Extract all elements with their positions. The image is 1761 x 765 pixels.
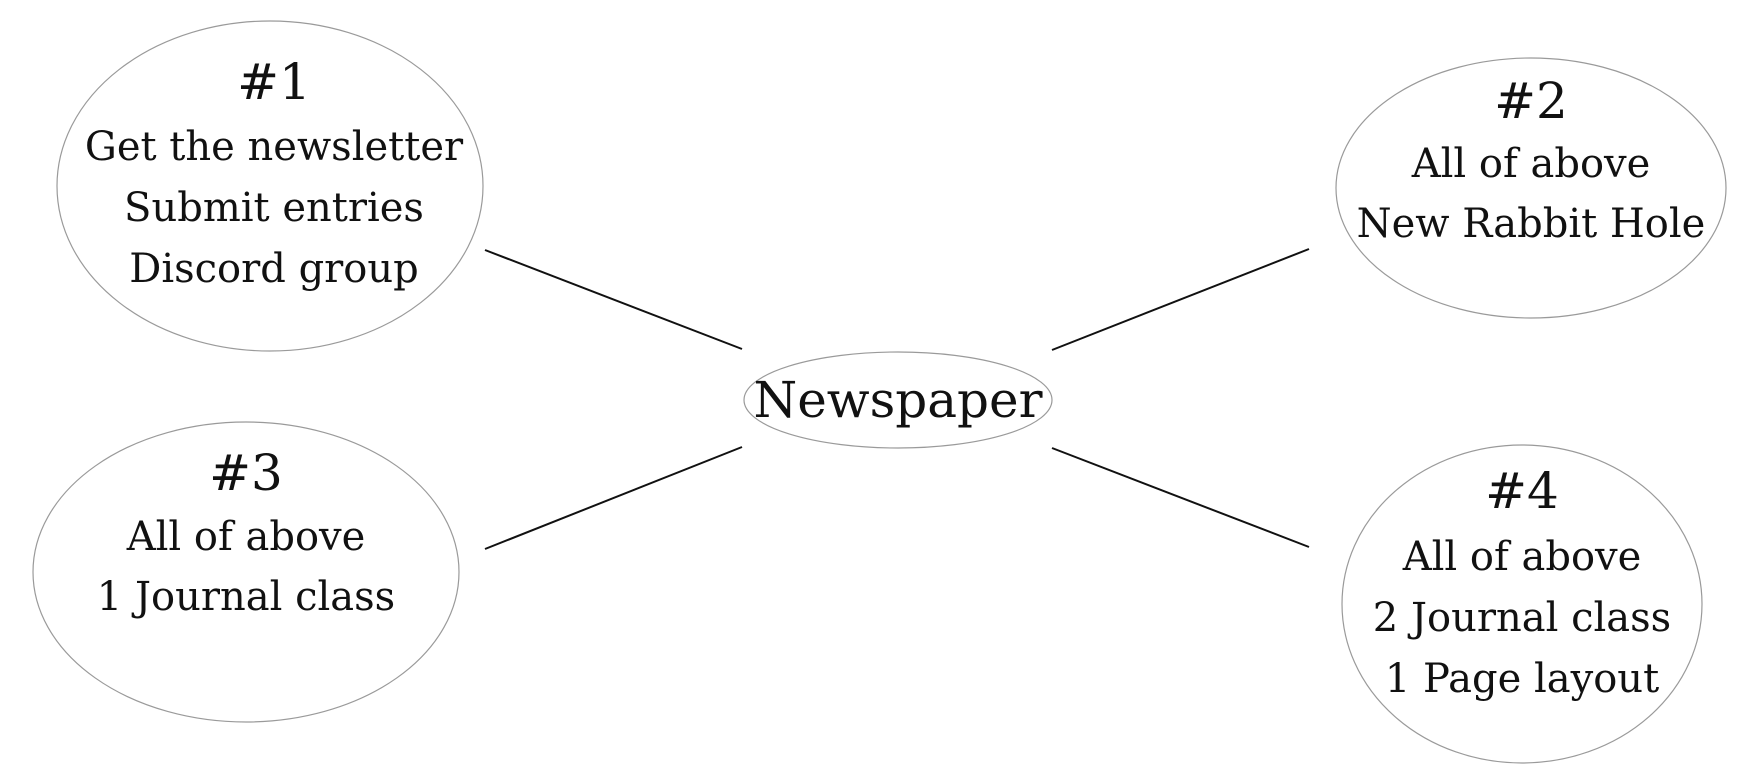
tier-2-shape <box>1335 57 1727 319</box>
tier-1-node: #1 Get the newsletter Submit entries Dis… <box>56 20 484 352</box>
tier-2-line-1: All of above <box>1411 141 1651 187</box>
tier-4-line-1: All of above <box>1402 534 1642 580</box>
tier-1-shape <box>56 20 484 352</box>
center-node-label: Newspaper <box>753 371 1042 429</box>
center-node-shape <box>743 351 1053 449</box>
tier-3-line-2: 1 Journal class <box>97 574 395 620</box>
tier-4-node: #4 All of above 2 Journal class 1 Page l… <box>1341 444 1703 764</box>
tier-2-line-2: New Rabbit Hole <box>1357 201 1706 247</box>
tier-3-heading: #3 <box>209 444 283 502</box>
tier-1-line-1: Get the newsletter <box>85 124 464 170</box>
tier-3-line-1: All of above <box>126 514 366 560</box>
connector-tier-2 <box>1051 248 1310 351</box>
tier-4-line-2: 2 Journal class <box>1373 595 1671 641</box>
tier-4-line-3: 1 Page layout <box>1385 656 1659 702</box>
tier-2-node: #2 All of above New Rabbit Hole <box>1335 57 1727 319</box>
tier-2-heading: #2 <box>1494 72 1568 130</box>
tier-3-node: #3 All of above 1 Journal class <box>32 421 460 723</box>
center-node: Newspaper <box>743 351 1053 449</box>
tier-1-heading: #1 <box>237 53 311 111</box>
connector-tier-4 <box>1051 447 1310 548</box>
tier-4-shape <box>1341 444 1703 764</box>
connector-tier-1 <box>484 249 743 350</box>
tier-1-line-2: Submit entries <box>124 185 424 231</box>
tier-1-line-3: Discord group <box>129 246 419 292</box>
tier-3-shape <box>32 421 460 723</box>
connector-tier-3 <box>484 446 743 550</box>
tier-4-heading: #4 <box>1485 462 1559 520</box>
